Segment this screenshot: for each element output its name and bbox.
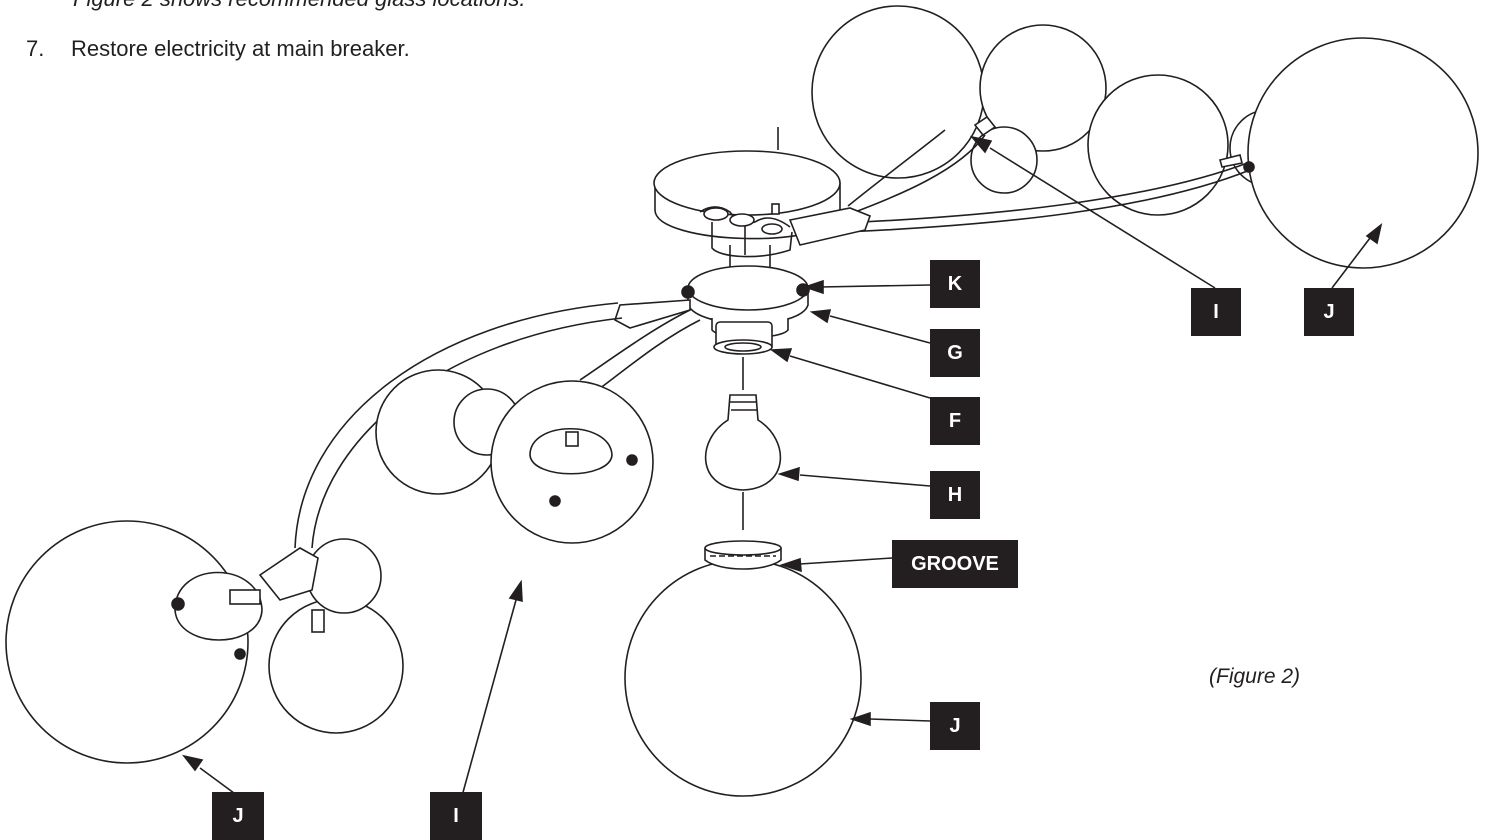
figure-reference-note: Figure 2 shows recommended glass locatio…	[73, 0, 525, 12]
callout-label-g: G	[930, 329, 980, 377]
callout-label-i-left: I	[430, 792, 482, 840]
callout-label-groove: GROOVE	[892, 540, 1018, 588]
center-globe	[624, 540, 862, 797]
step-number: 7.	[26, 36, 45, 61]
light-bulb	[704, 394, 782, 530]
ceiling-canopy	[653, 127, 872, 258]
callout-label-k: K	[930, 260, 980, 308]
step-text: Restore electricity at main breaker.	[71, 36, 410, 61]
callout-leaders	[181, 135, 1383, 797]
figure-caption: (Figure 2)	[1209, 665, 1301, 688]
callout-label-j-right: J	[1304, 288, 1354, 336]
callout-label-i-right: I	[1191, 288, 1241, 336]
callout-label-j-center: J	[930, 702, 980, 750]
center-hub	[681, 245, 810, 390]
step-7: 7. Restore electricity at main breaker.	[26, 36, 410, 62]
upper-arm-assembly	[811, 5, 1479, 269]
left-arm-assembly	[294, 299, 701, 549]
callout-label-j-left: J	[212, 792, 264, 840]
callout-label-h: H	[930, 471, 980, 519]
callout-label-f: F	[930, 397, 980, 445]
lower-left-assembly	[5, 520, 404, 764]
